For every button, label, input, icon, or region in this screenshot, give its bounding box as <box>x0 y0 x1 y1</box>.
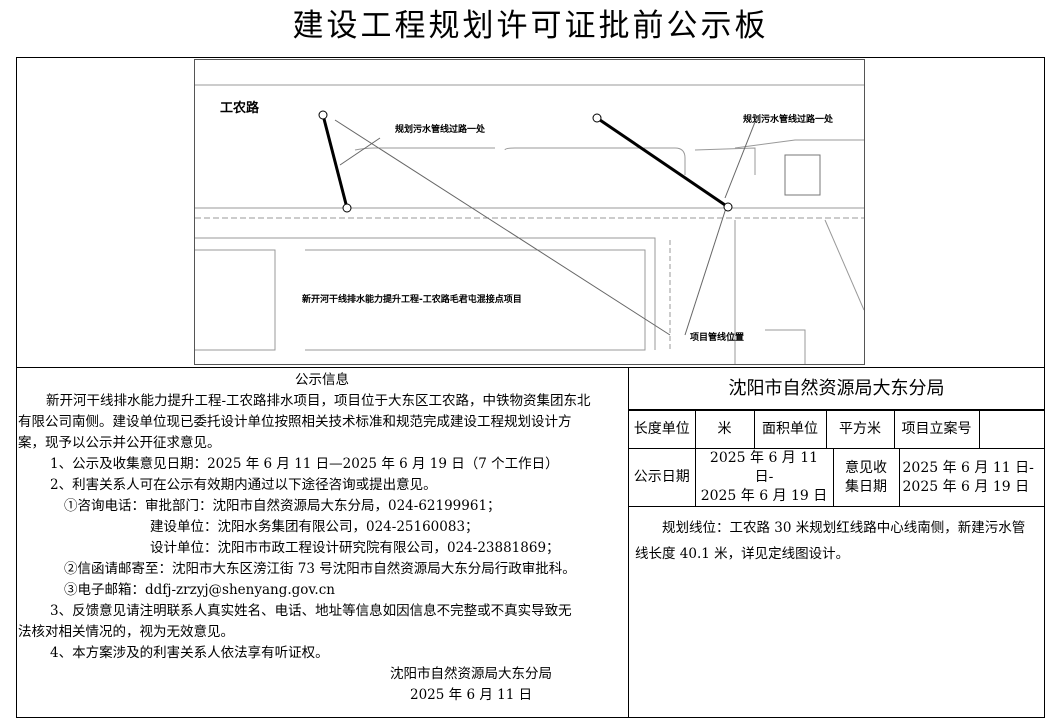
contact-mail: ②信函请邮寄至：沈阳市大东区滂江街 73 号沈阳市自然资源局大东分局行政审批科。 <box>64 561 576 577</box>
project-no <box>978 410 1044 449</box>
publicity-date-label: 公示日期 <box>629 449 696 507</box>
area-unit-label: 面积单位 <box>753 410 827 449</box>
notice-item: 3、反馈意见请注明联系人真实姓名、电话、地址等信息如因信息不完整或不真实导致无 <box>50 603 572 619</box>
contact-phone: 建设单位：沈阳水务集团有限公司，024-25160083； <box>150 519 479 535</box>
map-road-label: 工农路 <box>220 100 260 116</box>
notice-item: 4、本方案涉及的利害关系人依法享有听证权。 <box>50 645 329 661</box>
area-unit: 平方米 <box>825 410 895 449</box>
contact-phone: 设计单位：沈阳市市政工程设计研究院有限公司，024-23881869； <box>150 540 560 556</box>
notice-text: 有限公司南侧。建设单位现已委托设计单位按照相关技术标准和规范完成建设工程规划设计… <box>18 414 572 430</box>
agency-title: 沈阳市自然资源局大东分局 <box>629 368 1044 410</box>
date-line: 2025 年 6 月 11 日- <box>902 459 1034 476</box>
project-no-label: 项目立案号 <box>893 410 980 449</box>
length-unit: 米 <box>694 410 755 449</box>
notice-text: 新开河干线排水能力提升工程-工农路排水项目，项目位于大东区工农路，中铁物资集团东… <box>46 393 591 409</box>
notice-item: 1、公示及收集意见日期：2025 年 6 月 11 日—2025 年 6 月 1… <box>50 456 559 472</box>
opinion-date-label: 意见收集日期 <box>832 449 900 507</box>
divider <box>16 367 1045 368</box>
unit-table: 长度单位 米 面积单位 平方米 项目立案号 <box>629 410 1044 449</box>
label-line: 集日期 <box>845 478 887 495</box>
opinion-date: 2025 年 6 月 11 日- 2025 年 6 月 19 日 <box>898 449 1044 507</box>
info-panel: 沈阳市自然资源局大东分局 长度单位 米 面积单位 平方米 项目立案号 公示日期 … <box>629 368 1044 575</box>
map-position-label: 项目管线位置 <box>690 331 744 343</box>
date-table: 公示日期 2025 年 6 月 11 日- 2025 年 6 月 19 日 意见收… <box>629 449 1044 507</box>
date-line: 2025 年 6 月 19 日 <box>902 478 1030 495</box>
divider <box>628 367 629 718</box>
notice-heading: 公示信息 <box>295 372 349 388</box>
length-unit-label: 长度单位 <box>629 410 696 449</box>
route-note: 规划线位：工农路 30 米规划红线路中心线南侧，新建污水管线长度 40.1 米，… <box>635 520 1026 562</box>
signature: 沈阳市自然资源局大东分局 <box>390 666 552 682</box>
date-line: 2025 年 6 月 19 日 <box>700 488 828 504</box>
contact-email: ③电子邮箱：ddfj-zrzyj@shenyang.gov.cn <box>64 582 335 598</box>
notice-date: 2025 年 6 月 11 日 <box>410 687 533 703</box>
publicity-date: 2025 年 6 月 11 日- 2025 年 6 月 19 日 <box>694 449 834 507</box>
notice-text: 案，现予以公示并公开征求意见。 <box>18 435 221 451</box>
date-line: 2025 年 6 月 11 日- <box>709 450 819 485</box>
label-line: 意见收 <box>845 459 887 476</box>
map-callout-2: 规划污水管线过路一处 <box>743 113 834 125</box>
contact-phone: ①咨询电话：审批部门：沈阳市自然资源局大东分局，024-62199961； <box>64 498 501 514</box>
notice-info: 公示信息 新开河干线排水能力提升工程-工农路排水项目，项目位于大东区工农路，中铁… <box>18 370 626 706</box>
map-callout-1: 规划污水管线过路一处 <box>395 123 486 135</box>
notice-item: 法核对相关情况的，视为无效意见。 <box>18 624 234 640</box>
notice-item: 2、利害关系人可在公示有效期内通过以下途径咨询或提出意见。 <box>50 477 437 493</box>
site-plan-map: 工农路 规划污水管线过路一处 规划污水管线过路一处 新开河干线排水能力提升工程-… <box>194 59 865 365</box>
map-project-label: 新开河干线排水能力提升工程-工农路毛君屯混接点项目 <box>302 293 522 305</box>
page-title: 建设工程规划许可证批前公示板 <box>292 8 769 44</box>
board-frame <box>16 57 1045 718</box>
